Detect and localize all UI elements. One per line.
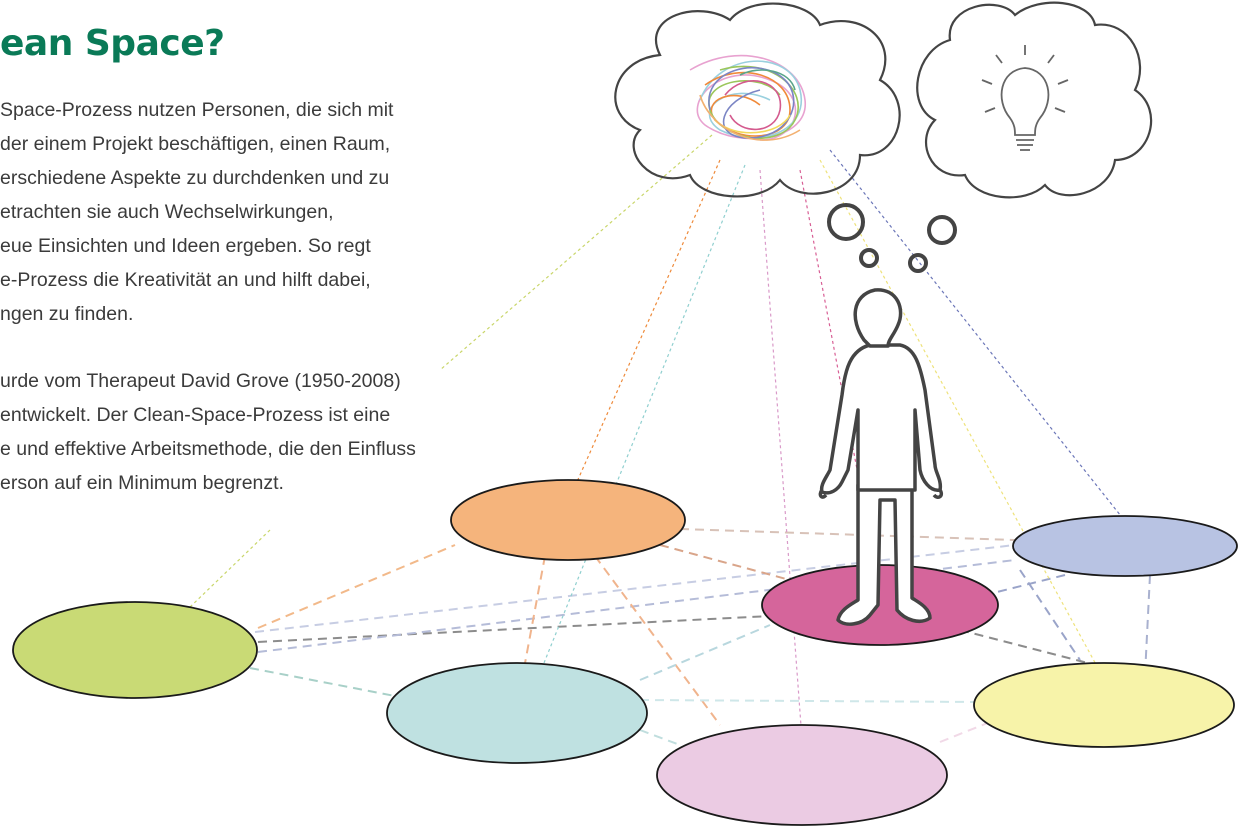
sight-lines — [134, 134, 1141, 781]
thought-cloud-right — [916, 1, 1153, 199]
pink-space — [656, 724, 948, 826]
thought-bubbles — [827, 203, 957, 273]
history-line: e und effektive Arbeitsmethode, die den … — [0, 438, 416, 460]
intro-line: e-Prozess die Kreativität an und hilft d… — [0, 269, 371, 291]
green-space — [12, 601, 258, 699]
tangle-scribble-icon — [689, 54, 806, 141]
spaces — [12, 479, 1238, 826]
history-line: erson auf ein Minimum begrenzt. — [0, 472, 284, 494]
intro-line: eue Einsichten und Ideen ergeben. So reg… — [0, 235, 371, 257]
lightbulb-icon — [981, 45, 1069, 151]
blue-space — [1012, 515, 1238, 577]
teal-space — [386, 662, 648, 764]
intro-line: Space-Prozess nutzen Personen, die sich … — [0, 99, 394, 121]
intro-line: etrachten sie auch Wechselwirkungen, — [0, 201, 334, 223]
intro-paragraph: Space-Prozess nutzen Personen, die sich … — [0, 93, 393, 331]
yellow-space — [973, 662, 1235, 748]
orange-space — [450, 479, 686, 561]
intro-line: der einem Projekt beschäftigen, einen Ra… — [0, 133, 391, 155]
space-connections — [249, 528, 1151, 746]
thought-cloud-left — [614, 2, 901, 198]
person-figure — [818, 288, 944, 626]
page-title: ean Space? — [0, 23, 225, 64]
intro-line: erschiedene Aspekte zu durchdenken und z… — [0, 167, 390, 189]
intro-line: ngen zu finden. — [0, 303, 134, 325]
history-line: urde vom Therapeut David Grove (1950-200… — [0, 370, 401, 392]
history-line: entwickelt. Der Clean-Space-Prozess ist … — [0, 404, 391, 426]
history-paragraph: urde vom Therapeut David Grove (1950-200… — [0, 364, 416, 500]
